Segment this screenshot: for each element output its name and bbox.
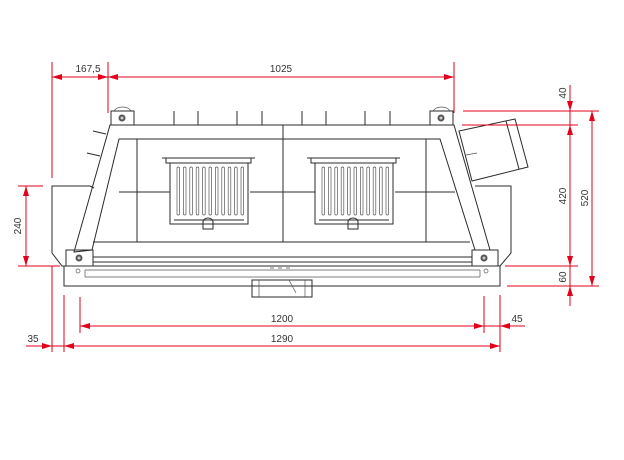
grate-frame <box>307 157 400 225</box>
grate-slot <box>240 166 244 216</box>
dimensions: 167,5 1025 240 40 420 520 60 1200 45 129… <box>13 62 599 352</box>
grate-slot <box>183 166 187 216</box>
grate-left <box>162 157 255 230</box>
hatched-frame <box>73 124 491 253</box>
grate-slot <box>215 166 219 216</box>
dim-left-offset: 167,5 <box>75 64 100 75</box>
grate-slot <box>347 166 351 216</box>
dim-right-margin: 45 <box>511 314 523 325</box>
grate-handle <box>202 217 214 230</box>
dim-top-width: 1025 <box>270 64 293 75</box>
left-side-box <box>51 185 90 267</box>
grate-slot <box>202 166 206 216</box>
grate-slot <box>372 166 377 216</box>
top-tabs <box>173 111 391 126</box>
grate-slot <box>366 166 370 216</box>
grate-slot <box>234 166 238 216</box>
dim-inner-width: 1200 <box>271 314 294 325</box>
grate-frame <box>162 157 255 225</box>
grate-slot <box>176 166 180 216</box>
dim-outer-width: 1290 <box>271 334 294 345</box>
right-side-box <box>475 185 512 267</box>
dim-total-depth: 520 <box>580 189 591 206</box>
dim-front-frame: 60 <box>558 271 569 283</box>
dim-top-flange: 40 <box>558 87 569 99</box>
grate-slot <box>227 166 232 216</box>
fireplace-body <box>51 106 529 298</box>
grate-slot <box>385 166 389 216</box>
bolt-icon <box>65 249 94 267</box>
flue-outlet <box>458 118 529 182</box>
grate-handle <box>347 217 359 230</box>
bolt-icon <box>429 106 454 126</box>
grate-right <box>307 157 400 230</box>
front-rails <box>63 241 501 287</box>
interior-lines <box>119 139 455 242</box>
grate-slot <box>334 166 338 216</box>
grate-slot <box>321 166 325 216</box>
grate-slot <box>221 166 225 216</box>
left-lugs <box>52 130 107 189</box>
grate-slot <box>360 166 364 216</box>
bolt-icon <box>110 106 135 126</box>
dim-inner-depth: 420 <box>558 187 569 204</box>
grate-slot <box>379 166 383 216</box>
bolt-icon <box>471 249 499 267</box>
grate-slot <box>208 166 212 216</box>
dim-left-margin: 35 <box>27 334 39 345</box>
dim-side-box-height: 240 <box>13 217 24 234</box>
bottom-connector <box>251 279 313 298</box>
grate-slot <box>189 166 193 216</box>
grate-slot <box>195 166 200 216</box>
grate-slot <box>353 166 357 216</box>
grate-slot <box>328 166 332 216</box>
grate-slot <box>340 166 345 216</box>
